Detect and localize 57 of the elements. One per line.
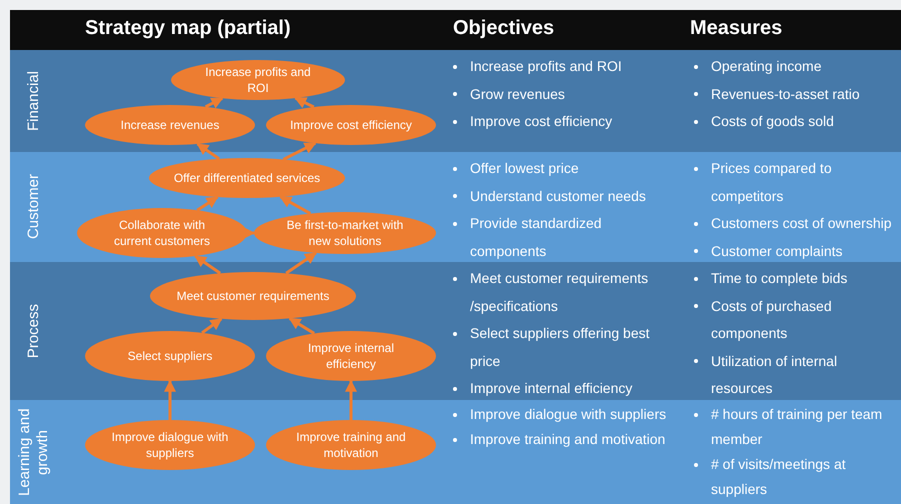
arrow (279, 195, 312, 215)
measure-text: Prices compared to competitors (711, 160, 832, 204)
objective-ellipse: Increase profits and ROI (171, 60, 345, 100)
objective-ellipse: Increase revenues (85, 105, 255, 145)
arrow (201, 318, 222, 334)
arrow (345, 380, 357, 420)
arrow (243, 227, 256, 239)
arrow (194, 254, 221, 274)
column-heading: Measures (690, 17, 782, 40)
arrow (294, 96, 314, 108)
row-label: Financial (25, 70, 43, 132)
arrow (164, 380, 176, 420)
arrow (288, 317, 315, 335)
objective-ellipse: Offer differentiated services (149, 158, 345, 198)
objective-text: Meet customer requirements /specifications (470, 270, 648, 314)
objective-text: Improve cost efficiency (470, 113, 612, 129)
row-label: Process (25, 304, 43, 358)
measure-text: Operating income (711, 58, 822, 74)
objective-text: Grow revenues (470, 86, 565, 102)
objective-text: Improve internal efficiency (470, 380, 632, 396)
objective-text: Increase profits and ROI (470, 58, 622, 74)
objective-text: Improve training and motivation (470, 431, 666, 447)
arrow (204, 96, 224, 108)
arrow (196, 142, 220, 160)
row-band (10, 152, 901, 262)
objective-text: Improve dialogue with suppliers (470, 406, 666, 422)
measure-text: Customer complaints (711, 242, 842, 258)
measure-text: Revenues-to-asset ratio (711, 86, 860, 102)
arrow (196, 196, 219, 212)
objective-text: Offer lowest price (470, 160, 579, 176)
measure-text: Costs of purchased components (711, 298, 832, 341)
arrow (285, 252, 317, 275)
row-band (10, 262, 901, 400)
objective-text: Select suppliers offering best price (470, 325, 650, 368)
objective-text: Understand customer needs (470, 188, 646, 204)
objective-ellipse: Improve training and motivation (266, 420, 436, 470)
title: Strategy map (partial) (85, 17, 291, 40)
measure-text: # of visits/meetings at suppliers (711, 456, 846, 497)
objective-ellipse: Be first-to-market with new solutions (254, 212, 436, 254)
row-label: Learning and growth (16, 407, 52, 498)
objective-ellipse: Improve internal efficiency (266, 331, 436, 381)
row-band (10, 400, 901, 504)
column-heading: Objectives (453, 17, 554, 40)
measure-text: # hours of training per team member (711, 406, 882, 447)
objective-ellipse: Improve cost efficiency (266, 105, 436, 145)
row-band (10, 50, 901, 152)
objective-text: Provide standardized components (470, 215, 602, 258)
measure-text: Customers cost of ownership (711, 215, 892, 231)
objective-ellipse: Collaborate with current customers (77, 208, 247, 258)
measure-text: Time to complete bids (711, 270, 848, 286)
row-label: Customer (25, 174, 43, 240)
measure-text: Utilization of internal resources (711, 352, 838, 396)
objective-ellipse: Improve dialogue with suppliers (85, 420, 255, 470)
objective-ellipse: Meet customer requirements (150, 272, 356, 320)
measure-text: Costs of goods sold (711, 113, 834, 129)
arrow (282, 142, 316, 161)
objective-ellipse: Select suppliers (85, 331, 255, 381)
